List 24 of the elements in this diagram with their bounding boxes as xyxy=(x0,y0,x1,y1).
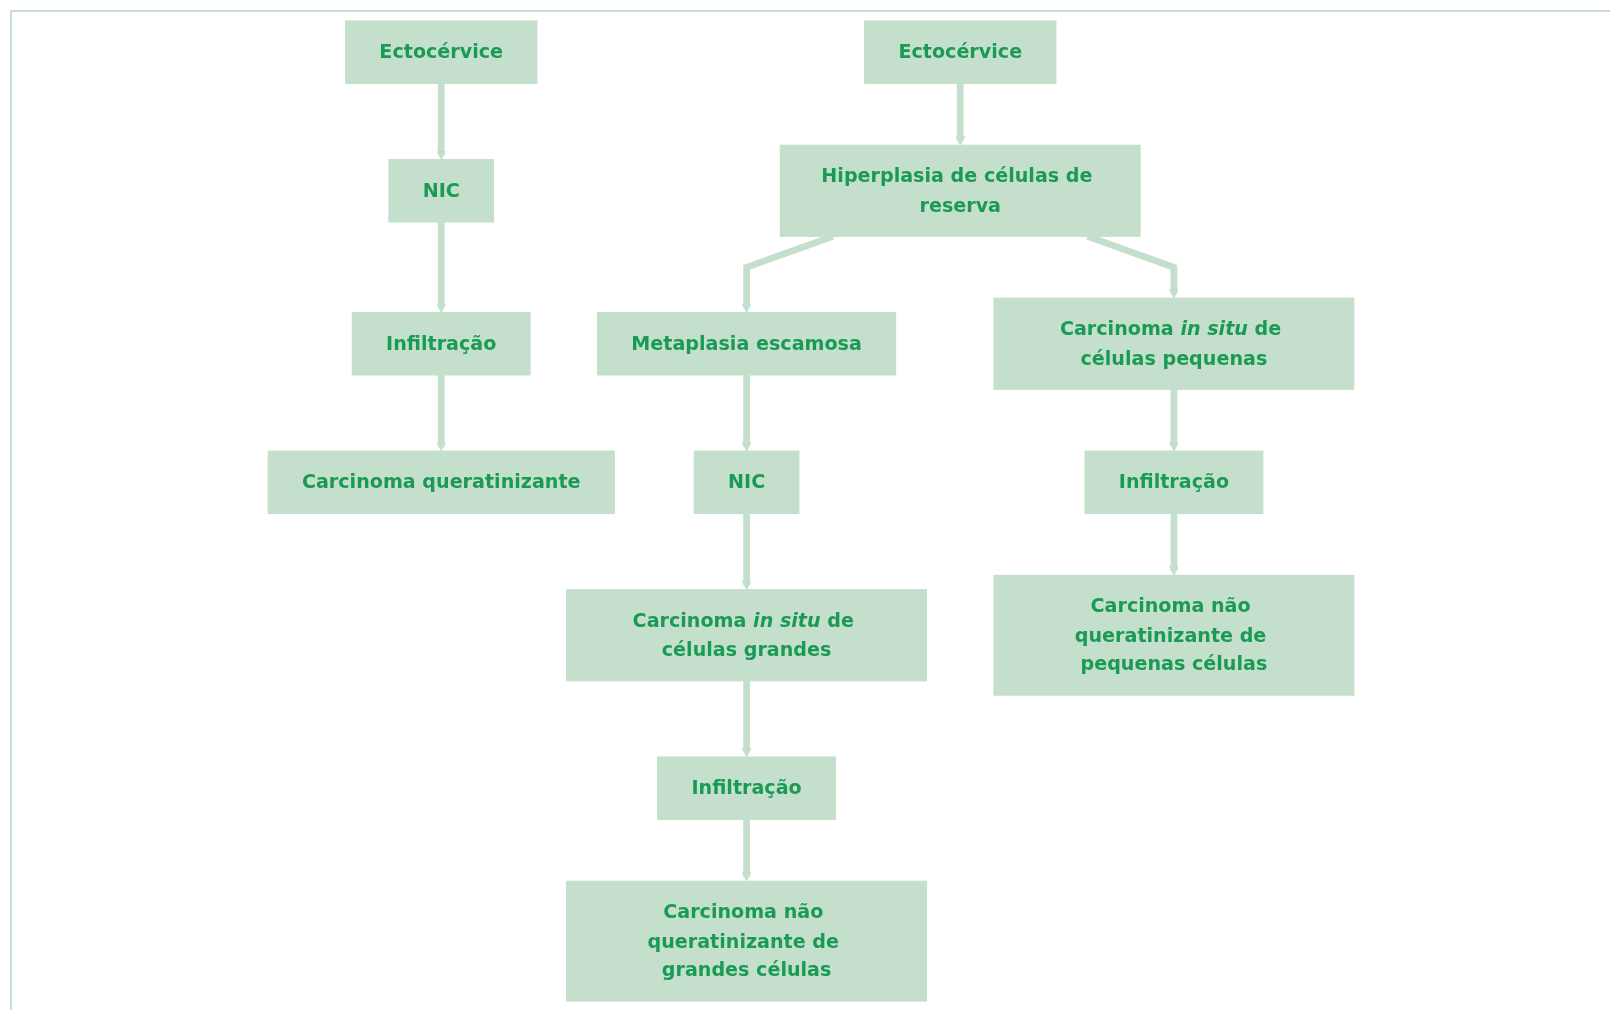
node-box: Infiltração xyxy=(1084,450,1264,515)
node-box: Infiltração xyxy=(657,756,837,820)
node-box: NIC xyxy=(693,450,800,515)
node-box: Carcinoma in situ de células grandes xyxy=(566,589,928,682)
arrow xyxy=(436,83,447,161)
node-box: Ectocérvice xyxy=(345,20,538,84)
node-box: Carcinoma não queratinizante de grandes células xyxy=(566,880,928,1002)
node-box: Carcinoma in situ de células pequenas xyxy=(993,297,1355,390)
arrow xyxy=(741,374,752,452)
arrow xyxy=(436,222,447,313)
arrow xyxy=(1168,513,1179,576)
node-box: Metaplasia escamosa xyxy=(597,311,897,376)
arrow xyxy=(1168,389,1179,452)
arrow xyxy=(955,83,966,146)
arrow xyxy=(741,680,752,758)
node-box: Infiltração xyxy=(351,311,531,376)
arrow xyxy=(436,374,447,452)
node-box: Hiperplasia de células de reserva xyxy=(779,144,1141,237)
node-box: Carcinoma queratinizante xyxy=(267,450,615,515)
arrow xyxy=(741,819,752,882)
node-box: NIC xyxy=(388,159,495,223)
node-box: Ectocérvice xyxy=(864,20,1057,84)
node-box: Carcinoma não queratinizante de pequenas células xyxy=(993,574,1355,696)
arrow xyxy=(741,513,752,591)
